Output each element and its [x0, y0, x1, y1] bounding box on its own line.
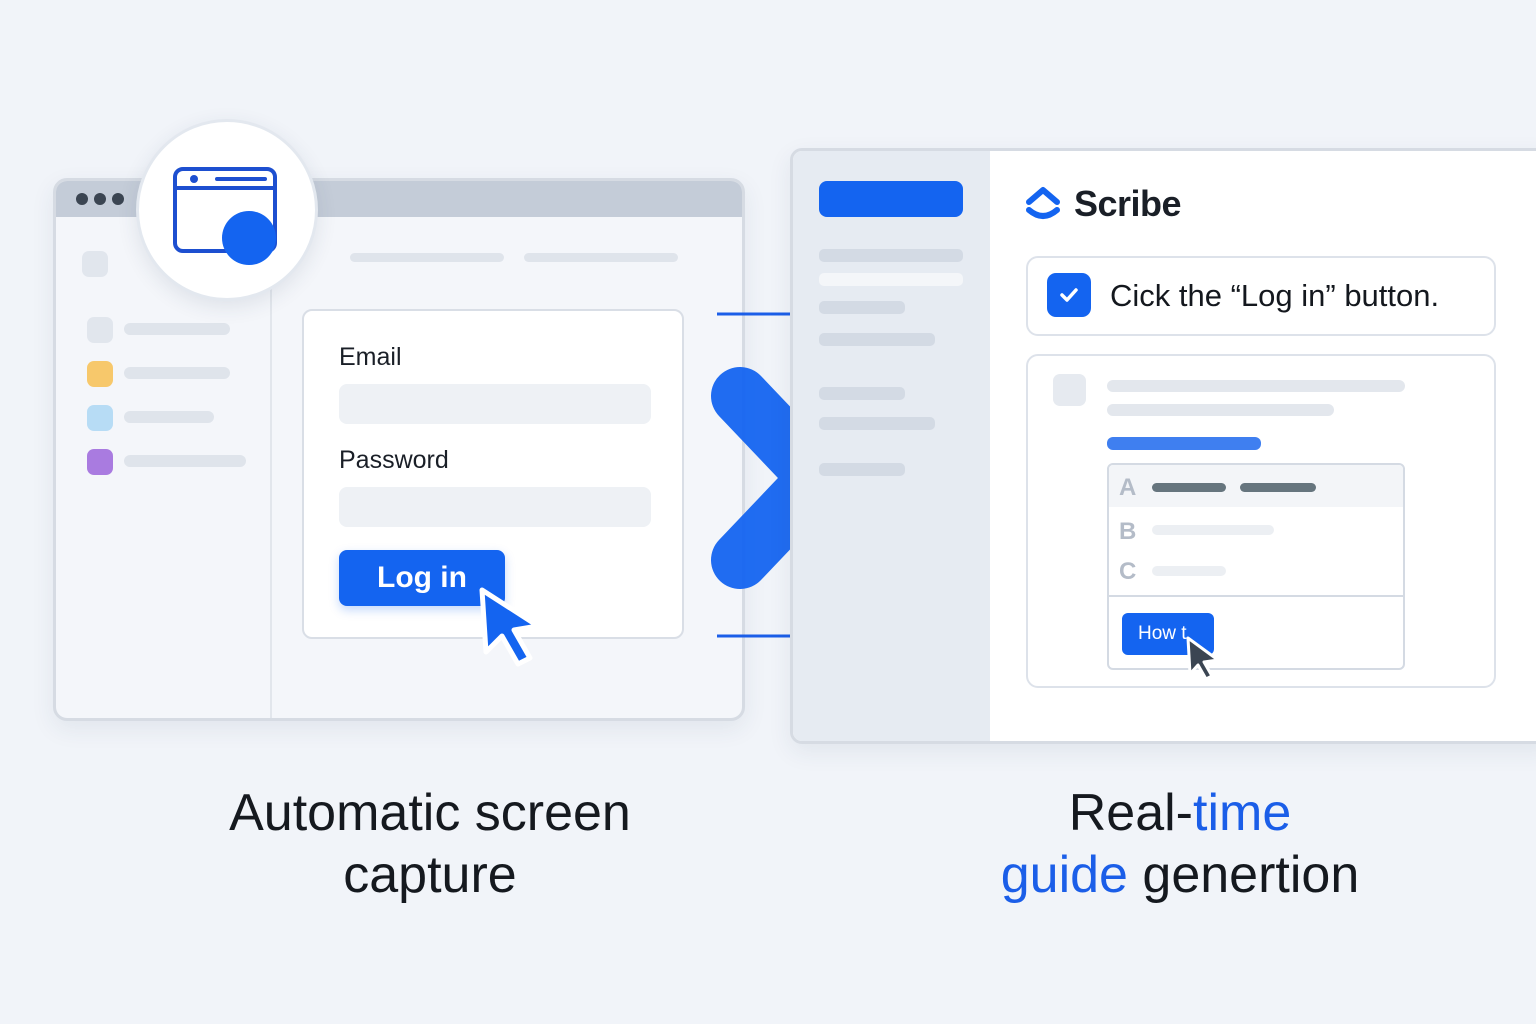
caption-highlight: time — [1193, 784, 1292, 842]
step-checkbox[interactable] — [1047, 273, 1091, 317]
window-control-dot[interactable] — [112, 193, 124, 205]
header-placeholder — [524, 253, 678, 262]
cursor-pointer-icon — [1186, 636, 1220, 681]
caption-line: Automatic screen — [229, 784, 631, 842]
option-text-placeholder — [1152, 483, 1226, 492]
step-instruction: Cick the “Log in” button. — [1110, 278, 1440, 313]
screen-capture-icon — [173, 167, 277, 265]
guide-step-card[interactable] — [1026, 256, 1496, 336]
sidebar-item-placeholder — [819, 463, 905, 476]
option-text-placeholder — [1152, 566, 1226, 576]
sidebar-icon-placeholder — [82, 251, 108, 277]
caption-automatic-screen-capture: Automatic screen capture — [150, 782, 710, 906]
caption-line: capture — [343, 846, 517, 904]
brand-name: Scribe — [1074, 183, 1182, 224]
window-control-dot[interactable] — [76, 193, 88, 205]
sidebar-item-icon — [87, 317, 113, 343]
sidebar-item-placeholder — [819, 417, 935, 430]
email-label: Email — [339, 343, 402, 371]
sidebar-item-placeholder — [819, 273, 963, 286]
sidebar-item-placeholder — [819, 301, 905, 314]
caption-line: guide genertion — [960, 844, 1400, 906]
window-control-dot[interactable] — [94, 193, 106, 205]
option-letter: B — [1119, 518, 1137, 545]
sidebar-item-icon-lightblue — [87, 405, 113, 431]
header-placeholder — [350, 253, 504, 262]
scribe-logo-icon — [1026, 187, 1060, 219]
sidebar-divider — [270, 217, 272, 718]
caption-real-time-guide-generation: Real-time guide genertion — [960, 782, 1400, 906]
divider — [1109, 595, 1403, 597]
checkmark-icon — [1060, 288, 1078, 302]
sidebar-item-placeholder — [819, 333, 935, 346]
caption-text: Real- — [1068, 784, 1193, 842]
sidebar-primary-button[interactable] — [819, 181, 963, 217]
option-letter: C — [1119, 558, 1137, 585]
password-label: Password — [339, 446, 449, 474]
sidebar-item-placeholder — [124, 411, 214, 423]
sidebar-item-placeholder — [124, 455, 246, 467]
text-placeholder — [1107, 404, 1334, 416]
sidebar-item-icon-yellow — [87, 361, 113, 387]
step-thumbnail-placeholder — [1053, 374, 1086, 406]
progress-highlight-bar — [1107, 437, 1261, 450]
sidebar-item-placeholder — [124, 367, 230, 379]
caption-text: genertion — [1127, 846, 1360, 904]
login-button[interactable]: Log in — [339, 550, 505, 606]
option-letter: A — [1119, 474, 1137, 501]
sidebar-item-placeholder — [819, 249, 963, 262]
sidebar-item-icon-purple — [87, 449, 113, 475]
caption-line: Real-time — [960, 782, 1400, 844]
option-text-placeholder — [1152, 525, 1274, 535]
email-field[interactable] — [339, 384, 651, 424]
option-text-placeholder — [1240, 483, 1316, 492]
sidebar-item-placeholder — [819, 387, 905, 400]
screen-capture-badge — [136, 119, 318, 301]
scribe-sidebar — [793, 151, 990, 741]
text-placeholder — [1107, 380, 1405, 392]
password-field[interactable] — [339, 487, 651, 527]
caption-highlight: guide — [1000, 846, 1128, 904]
cursor-pointer-icon — [479, 587, 541, 667]
sidebar-item-placeholder — [124, 323, 230, 335]
